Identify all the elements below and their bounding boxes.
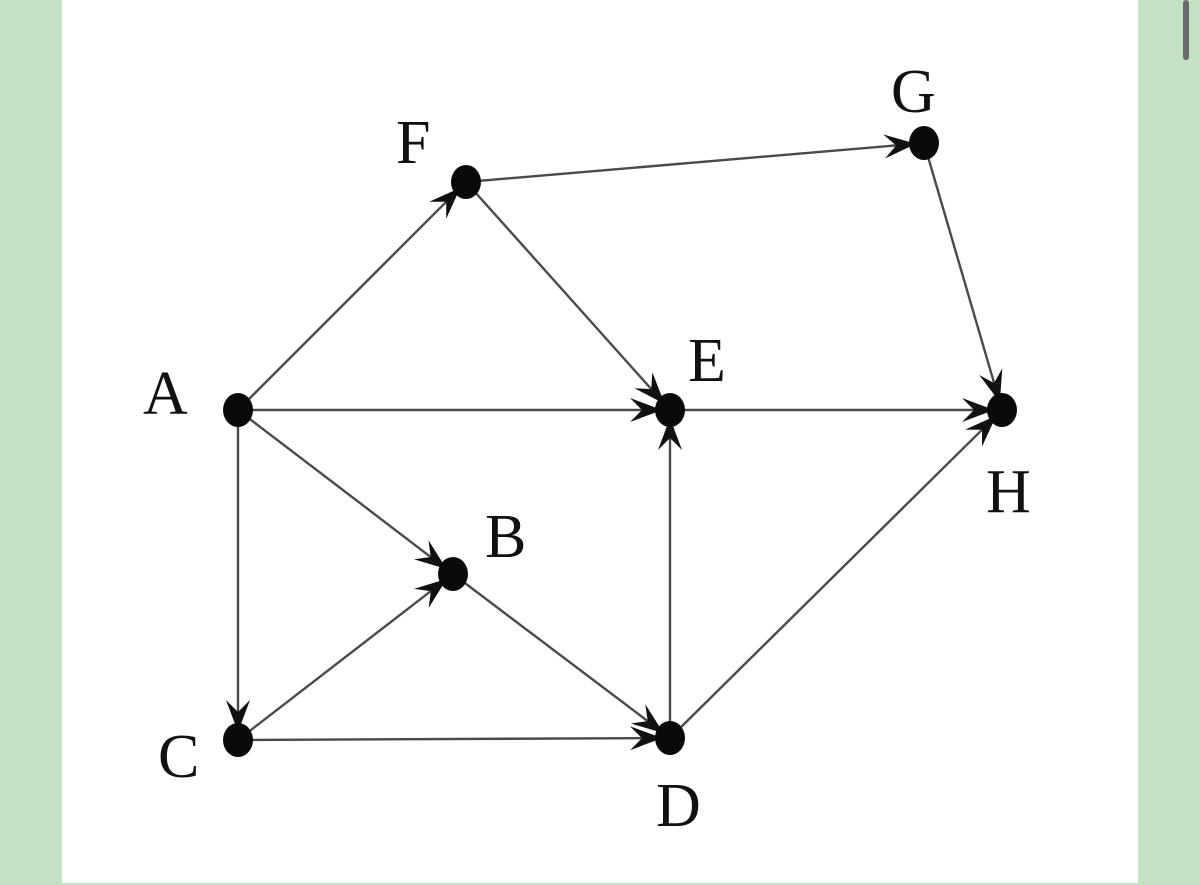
arrowhead-a-c [226, 700, 250, 732]
edge-a-b [237, 409, 432, 558]
edge-f-g [465, 144, 897, 184]
node-label-f: F [396, 109, 430, 177]
edge-f-e [465, 181, 653, 390]
edges-layer [226, 134, 1003, 751]
edge-g-h [922, 142, 996, 384]
arrowhead-e-h [962, 398, 994, 422]
arrowhead-b-d [630, 704, 664, 734]
scrollbar-thumb[interactable] [1183, 0, 1189, 60]
arrowhead-a-b [413, 540, 447, 570]
node-c [223, 723, 253, 757]
node-e [655, 393, 685, 427]
node-label-e: E [688, 327, 726, 395]
edge-a-f [237, 200, 448, 411]
arrowhead-c-d [629, 726, 662, 751]
arrowhead-d-h [965, 415, 997, 447]
node-b [438, 557, 468, 591]
node-f [451, 165, 481, 199]
arrowhead-a-e [630, 398, 662, 422]
node-d [655, 721, 685, 755]
edge-c-d [237, 736, 643, 742]
nodes-layer [223, 126, 1017, 757]
arrowhead-a-f [429, 187, 461, 219]
arrowhead-f-e [634, 372, 665, 404]
edge-c-b [237, 590, 432, 741]
node-label-b: B [485, 503, 526, 571]
node-label-g: G [891, 58, 936, 126]
node-label-a: A [143, 360, 188, 428]
node-g [909, 126, 939, 160]
node-label-d: D [656, 772, 701, 840]
arrowhead-c-b [414, 578, 447, 608]
node-h [987, 393, 1017, 427]
edge-d-h [669, 428, 983, 739]
node-label-h: H [986, 458, 1031, 526]
arrowhead-d-e [658, 418, 682, 450]
node-label-c: C [158, 723, 199, 791]
node-a [223, 393, 253, 427]
arrowhead-f-g [883, 134, 916, 159]
labels-layer: A B C D E F G H [143, 58, 1031, 840]
edge-b-d [452, 573, 649, 723]
arrowhead-g-h [979, 368, 1003, 403]
